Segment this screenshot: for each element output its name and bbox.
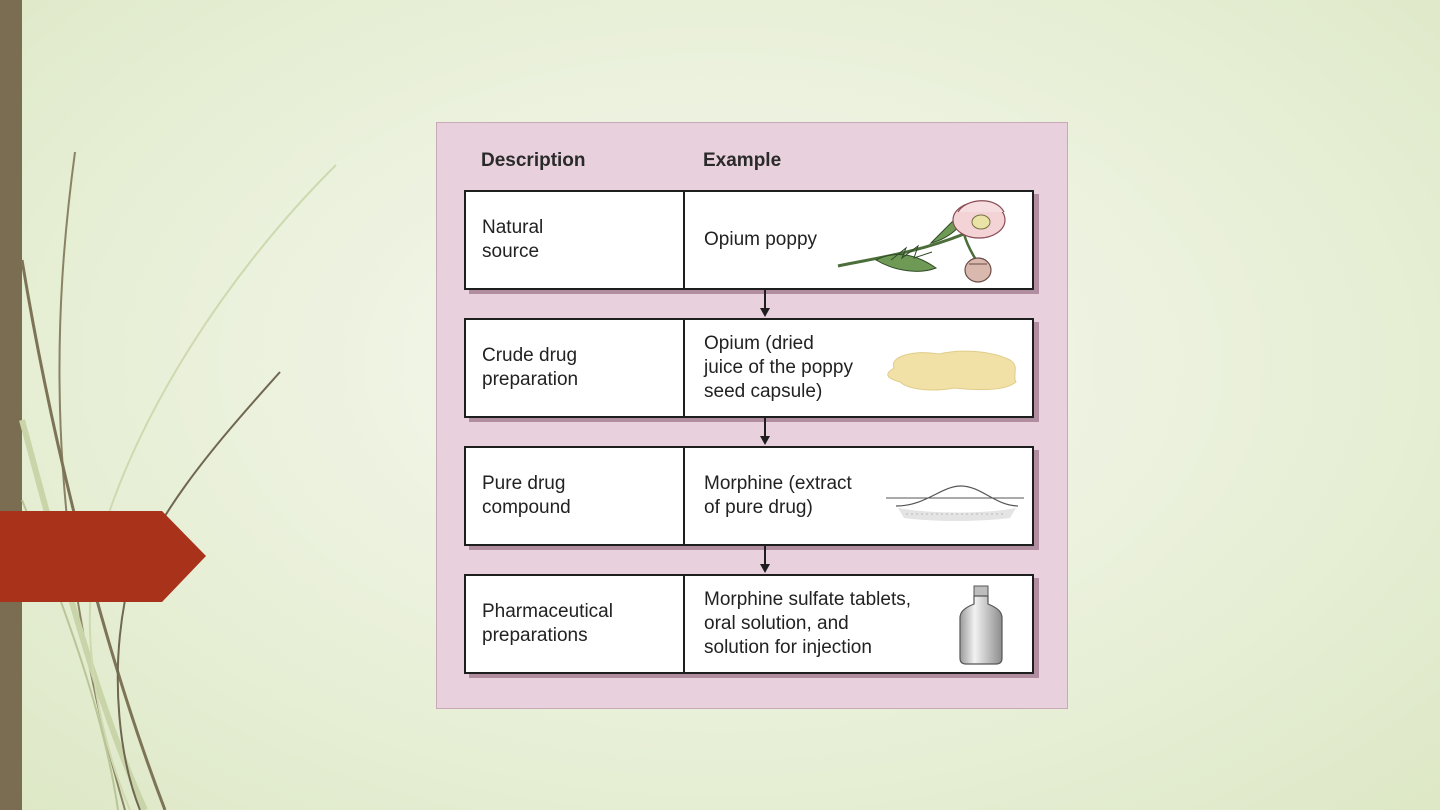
column-divider (683, 320, 685, 416)
example-header: Example (703, 150, 782, 171)
row-pure-drug: Pure drug compound Morphine (extract of … (464, 446, 1034, 546)
row-crude-drug: Crude drug preparation Opium (dried juic… (464, 318, 1034, 418)
powder-pile-icon (886, 485, 1024, 521)
row-example: Opium (dried juice of the poppy seed cap… (704, 333, 853, 402)
opium-puddle-icon (887, 350, 1017, 391)
column-divider (683, 192, 685, 288)
column-divider (683, 576, 685, 672)
column-divider (683, 448, 685, 544)
decorative-curves (19, 151, 337, 810)
row-natural-source: Natural source Opium poppy (464, 190, 1034, 290)
row-description: Natural source (482, 217, 544, 262)
slide-side-bar (0, 0, 22, 810)
row-example: Morphine (extract of pure drug) (704, 473, 852, 518)
poppy-flower-icon (837, 200, 1006, 283)
flow-arrow-icon (760, 546, 770, 573)
drug-source-figure: Description Example Natural source Opium… (436, 122, 1068, 709)
row-example: Morphine sulfate tablets, oral solution,… (704, 589, 912, 658)
row-description: Crude drug preparation (482, 345, 579, 390)
medicine-bottle-icon (959, 585, 1003, 665)
flow-arrow-icon (760, 418, 770, 445)
row-description: Pharmaceutical preparations (482, 601, 613, 646)
row-pharmaceutical: Pharmaceutical preparations Morphine sul… (464, 574, 1034, 674)
row-example: Opium poppy (704, 229, 818, 250)
row-description: Pure drug compound (482, 473, 571, 518)
red-arrow-shape (0, 511, 206, 602)
description-header: Description (481, 150, 586, 171)
flow-arrow-icon (760, 290, 770, 317)
